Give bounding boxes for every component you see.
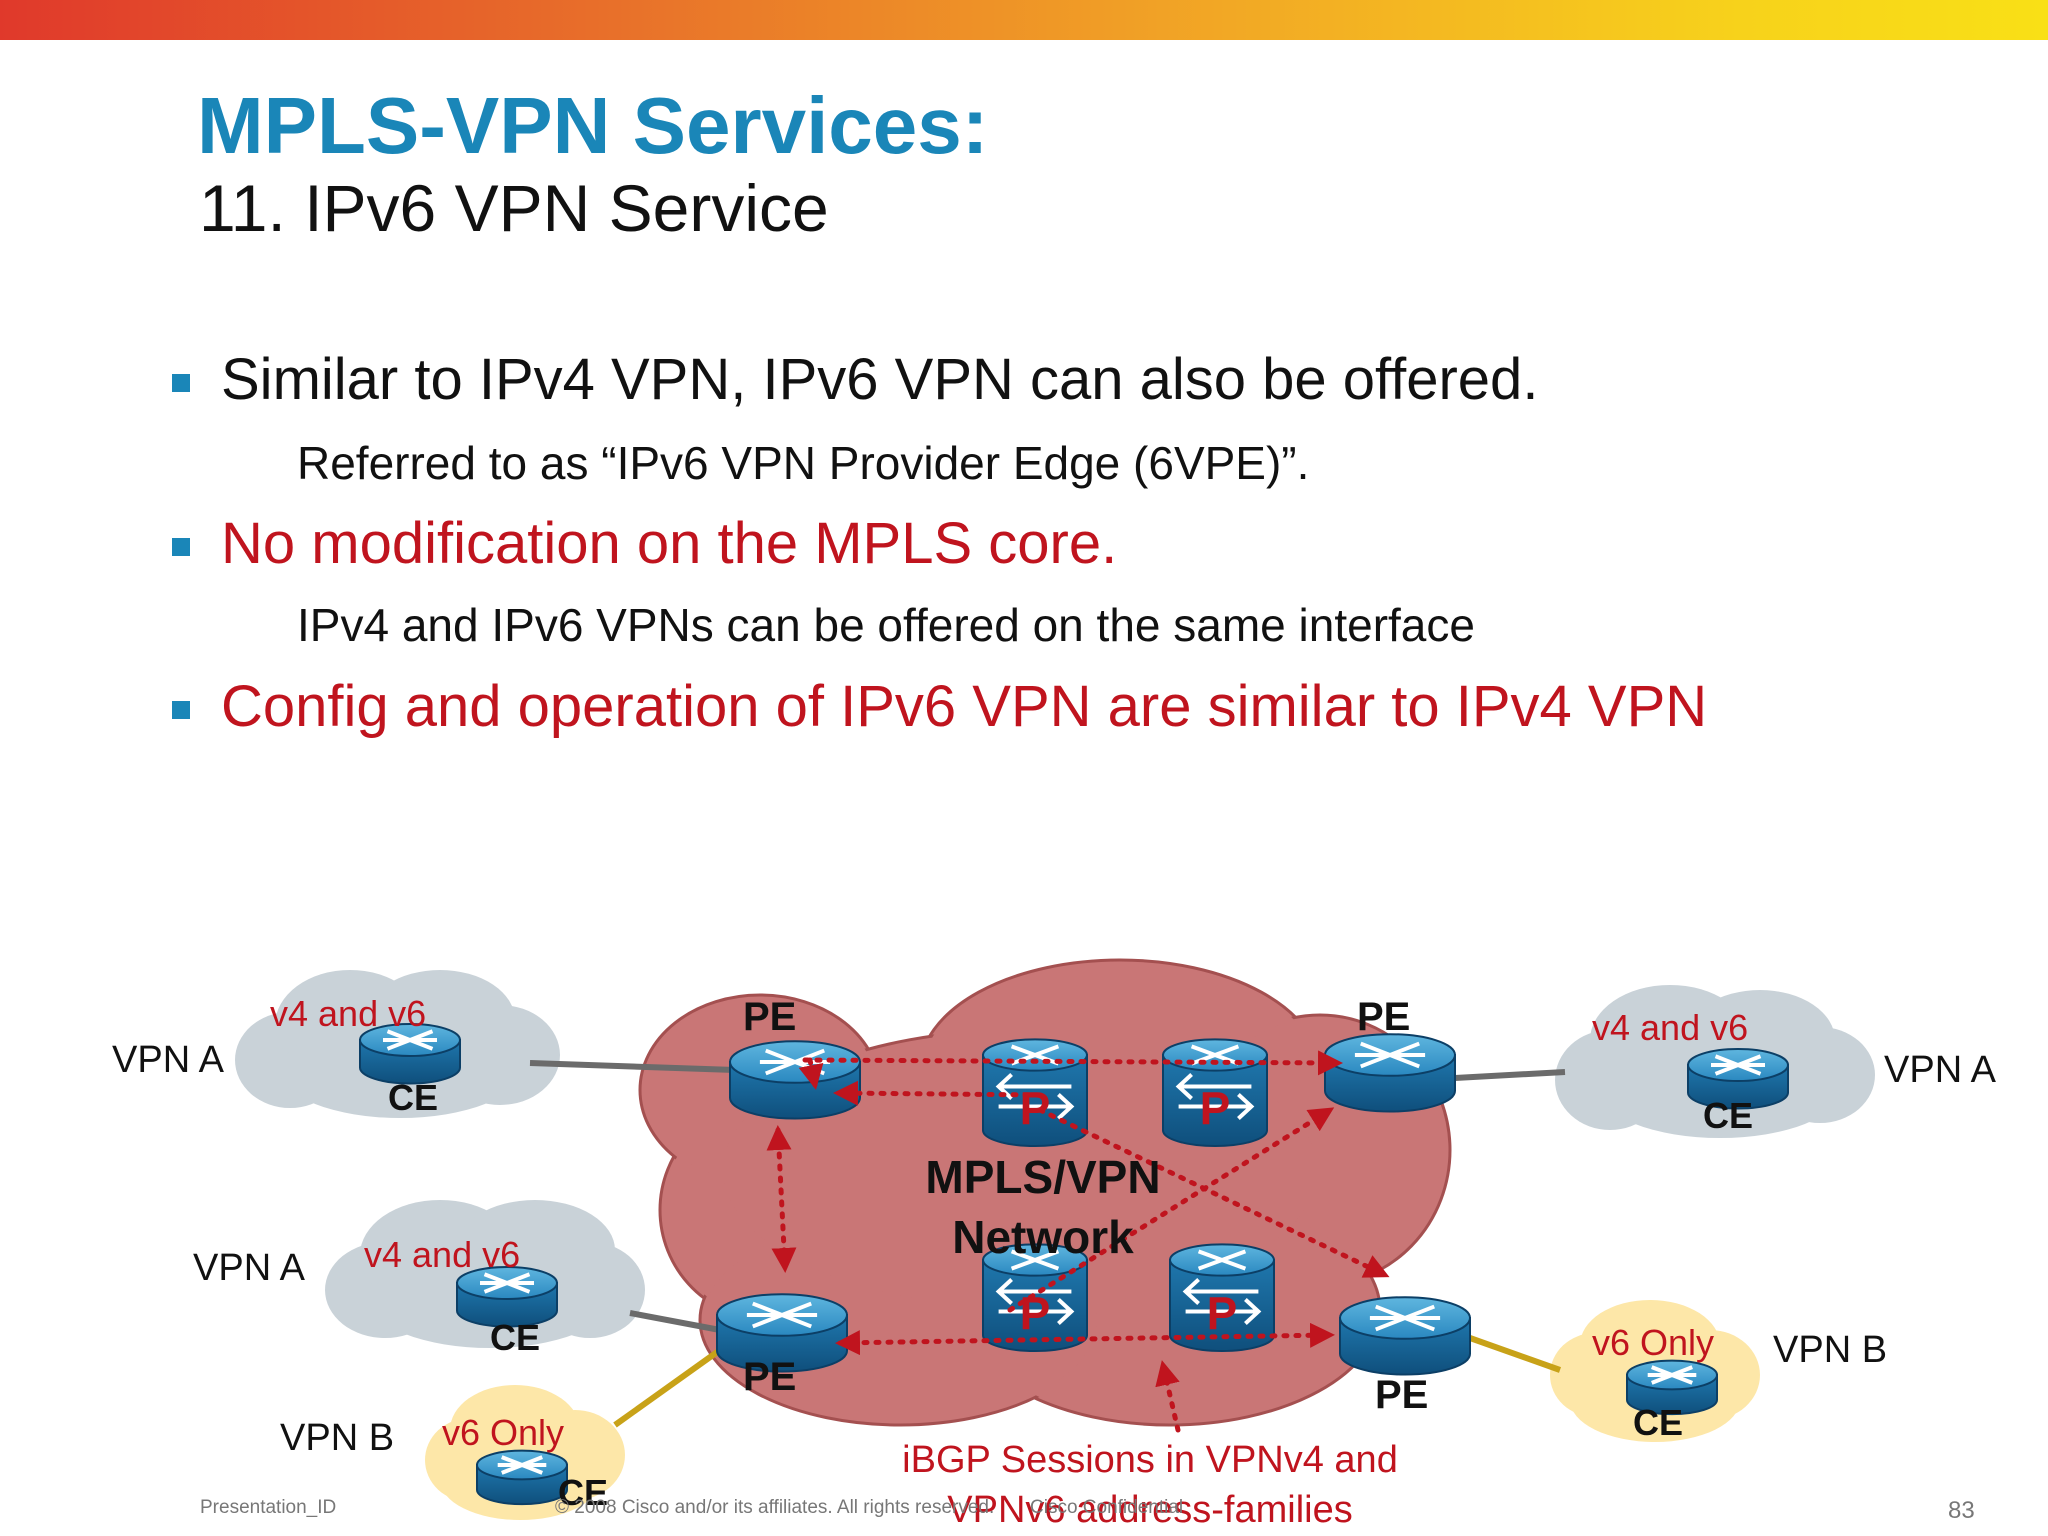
p-router-label: P xyxy=(1200,1082,1231,1134)
p-router-label: P xyxy=(1020,1082,1051,1134)
ibgp-sessions xyxy=(766,1050,1390,1433)
vpn-label-a3: VPN A xyxy=(1884,1049,1997,1091)
page-number: 83 xyxy=(1948,1497,1975,1524)
ibgp-label-line2: VPNv6 address-families xyxy=(947,1489,1352,1531)
ibgp-label-pointer xyxy=(1155,1360,1181,1433)
pe-router-tl xyxy=(729,1040,861,1120)
vpn-label-a1: VPN A xyxy=(112,1039,225,1081)
top-gradient-bar xyxy=(0,0,2048,40)
bullet-marker xyxy=(172,701,190,719)
pe-router-bl xyxy=(716,1293,848,1373)
ce-router-a1 xyxy=(359,1023,461,1085)
bullet-2-subtext: IPv4 and IPv6 VPNs can be offered on the… xyxy=(297,599,1475,651)
pe-router-br xyxy=(1339,1296,1471,1376)
ibgp-session-top-return xyxy=(833,1080,1043,1106)
ce-router-a3 xyxy=(1687,1048,1789,1110)
ce-label-a1: CE xyxy=(388,1077,438,1118)
site-label-a1: v4 and v6 xyxy=(270,993,426,1034)
vpn-label-a2: VPN A xyxy=(193,1247,306,1289)
ce-router-b1 xyxy=(476,1449,568,1506)
ibgp-session-bottom xyxy=(835,1322,1335,1356)
ibgp-session-diag-up xyxy=(1007,1107,1335,1313)
core-label-line2: Network xyxy=(952,1211,1134,1263)
site-label-b2: v6 Only xyxy=(1592,1322,1714,1363)
ibgp-label-line1: iBGP Sessions in VPNv4 and xyxy=(902,1439,1398,1481)
core-label-line1: MPLS/VPN xyxy=(925,1151,1160,1203)
ce-label-b1: CE xyxy=(558,1472,608,1513)
ce-router-a2 xyxy=(456,1266,558,1328)
p-router-1: P xyxy=(982,1038,1088,1147)
bullet-1-text: Similar to IPv4 VPN, IPv6 VPN can also b… xyxy=(221,347,1539,412)
slide-subtitle: 11. IPv6 VPN Service xyxy=(199,171,829,245)
pe-label-tl: PE xyxy=(743,995,796,1039)
pe-router-tr xyxy=(1324,1033,1456,1113)
pe-label-tr: PE xyxy=(1357,995,1410,1039)
bullet-1-subtext: Referred to as “IPv6 VPN Provider Edge (… xyxy=(297,437,1310,489)
ce-label-a3: CE xyxy=(1703,1095,1753,1136)
ibgp-session-top xyxy=(802,1050,1343,1076)
vpn-label-b1: VPN B xyxy=(280,1417,394,1459)
bullet-marker xyxy=(172,374,190,392)
access-links xyxy=(529,1060,1566,1428)
ce-label-a2: CE xyxy=(490,1317,540,1358)
bullet-marker xyxy=(172,538,190,556)
footer-copyright: © 2008 Cisco and/or its affiliates. All … xyxy=(555,1497,995,1518)
site-label-a2: v4 and v6 xyxy=(364,1234,520,1275)
ce-label-b2: CE xyxy=(1633,1402,1683,1443)
bullet-3-text: Config and operation of IPv6 VPN are sim… xyxy=(221,674,1708,739)
p-router-label: P xyxy=(1207,1287,1238,1339)
pe-label-br: PE xyxy=(1375,1373,1428,1417)
ibgp-session-diag-down xyxy=(1037,1107,1390,1278)
p-router-2: P xyxy=(1162,1038,1268,1147)
vpn-label-b2: VPN B xyxy=(1773,1329,1887,1371)
pe-label-bl: PE xyxy=(743,1355,796,1399)
site-label-a3: v4 and v6 xyxy=(1592,1007,1748,1048)
footer-presentation-id: Presentation_ID xyxy=(200,1497,337,1518)
slide-title: MPLS-VPN Services: xyxy=(197,81,989,170)
ce-router-b2 xyxy=(1626,1359,1718,1416)
site-label-b1: v6 Only xyxy=(442,1412,564,1453)
bullet-2-text: No modification on the MPLS core. xyxy=(221,511,1118,576)
footer-confidential: Cisco Confidential xyxy=(1030,1497,1184,1518)
ibgp-session-left xyxy=(766,1125,797,1273)
ibgp-session-pe-tl xyxy=(798,1057,824,1090)
